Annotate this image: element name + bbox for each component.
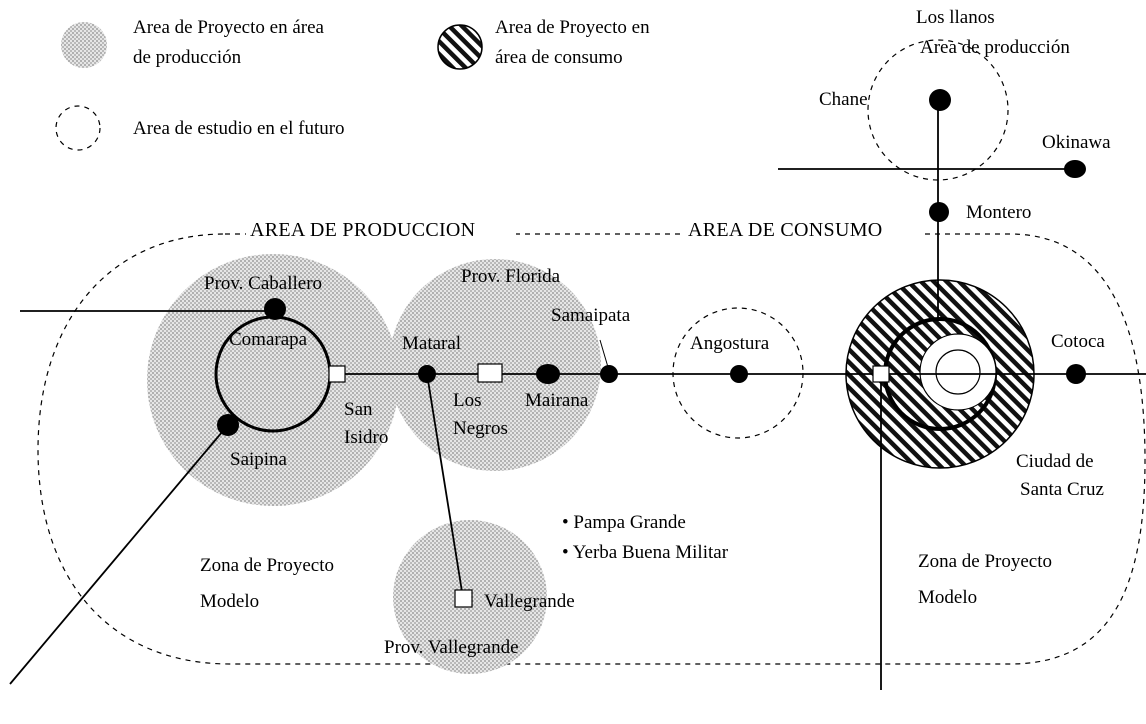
node-mataral — [418, 365, 436, 383]
label-mataral: Mataral — [402, 333, 461, 354]
label-san-isidro-1: San — [344, 399, 373, 420]
legend-future-label: Area de estudio en el futuro — [133, 118, 345, 139]
legend-consumption-label-2: área de consumo — [495, 47, 623, 68]
nodes — [217, 89, 1086, 608]
model-zone-left-2: Modelo — [200, 591, 259, 612]
label-chane: Chane — [819, 89, 868, 110]
label-prov-vallegrande: Prov. Vallegrande — [384, 637, 519, 658]
label-angostura: Angostura — [690, 333, 770, 354]
legend-future-swatch — [55, 105, 101, 151]
legend: Area de Proyecto en área de producción A… — [55, 17, 650, 151]
label-san-isidro-2: Isidro — [344, 427, 388, 448]
node-los-negros — [477, 363, 503, 383]
legend-consumption-label-1: Area de Proyecto en — [495, 17, 650, 38]
label-prov-caballero: Prov. Caballero — [204, 273, 322, 294]
label-santa-cruz-2: Santa Cruz — [1020, 479, 1104, 500]
label-santa-cruz-1: Ciudad de — [1016, 451, 1094, 472]
node-montero — [929, 202, 949, 222]
legend-consumption-swatch — [437, 24, 483, 70]
node-comarapa — [264, 298, 286, 320]
los-llanos-title-1: Los llanos — [916, 7, 995, 28]
label-mairana: Mairana — [525, 390, 589, 411]
legend-production-label-1: Area de Proyecto en área — [133, 17, 325, 38]
legend-production-label-2: de producción — [133, 47, 242, 68]
node-vallegrande — [454, 589, 473, 608]
caballero-production-area — [147, 254, 399, 506]
bullet-pampa-grande: • Pampa Grande — [562, 512, 686, 533]
node-santa-cruz — [872, 365, 890, 383]
los-llanos-title-2: Area de producción — [920, 37, 1070, 58]
node-samaipata — [600, 365, 618, 383]
model-zone-right-2: Modelo — [918, 587, 977, 608]
bullet-yerba-buena: • Yerba Buena Militar — [562, 542, 729, 563]
model-zone-outline — [37, 233, 1146, 665]
angostura-future-area — [672, 307, 804, 439]
label-samaipata: Samaipata — [551, 305, 631, 326]
node-cotoca — [1066, 364, 1086, 384]
label-los-negros-1: Los — [453, 390, 482, 411]
node-chane — [929, 89, 951, 111]
label-okinawa: Okinawa — [1042, 132, 1111, 153]
label-comarapa: Comarapa — [229, 329, 308, 350]
node-san-isidro — [328, 365, 346, 383]
label-vallegrande: Vallegrande — [484, 591, 575, 612]
los-llanos-future-area — [867, 39, 1009, 181]
consumption-area-header: AREA DE CONSUMO — [688, 219, 883, 241]
model-zone-left-1: Zona de Proyecto — [200, 555, 334, 576]
node-saipina — [217, 414, 239, 436]
legend-production-swatch — [61, 22, 107, 68]
model-zone-right-1: Zona de Proyecto — [918, 551, 1052, 572]
label-prov-florida: Prov. Florida — [461, 266, 561, 287]
node-mairana — [536, 364, 560, 384]
label-cotoca: Cotoca — [1051, 331, 1105, 352]
node-okinawa — [1064, 160, 1086, 178]
production-area-header: AREA DE PRODUCCION — [250, 219, 475, 241]
label-saipina: Saipina — [230, 449, 288, 470]
label-los-negros-2: Negros — [453, 418, 508, 439]
label-montero: Montero — [966, 202, 1031, 223]
node-angostura — [730, 365, 748, 383]
